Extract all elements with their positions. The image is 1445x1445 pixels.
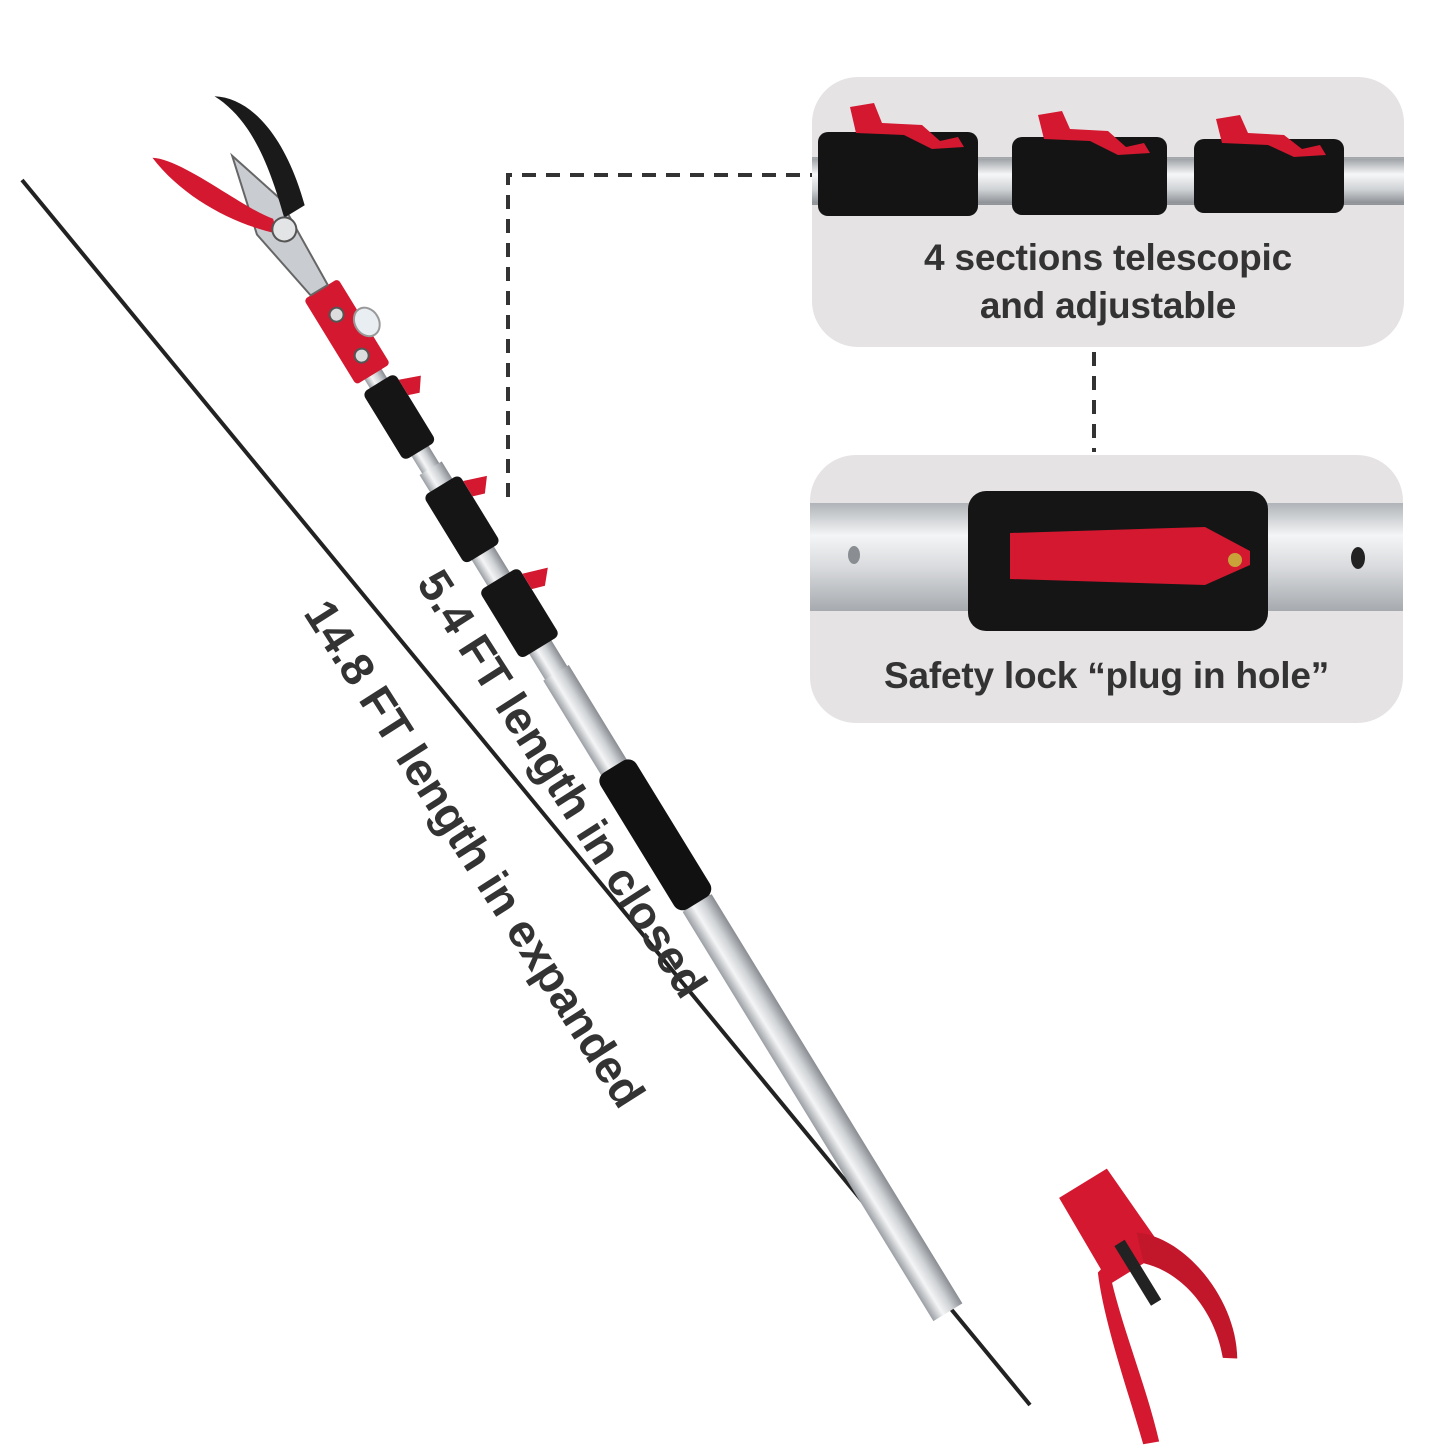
lock-clamp-3 bbox=[481, 567, 558, 657]
clamp-b bbox=[1012, 111, 1167, 215]
lock-clamp-1 bbox=[364, 375, 435, 459]
callout-safety-lock: Safety lock “plug in hole” bbox=[810, 455, 1403, 723]
lock-button bbox=[1010, 527, 1250, 585]
cutting-head bbox=[152, 96, 330, 297]
telescopic-sections-image bbox=[812, 103, 1404, 216]
clamp-c bbox=[1194, 115, 1344, 213]
lock-clamp-2 bbox=[425, 475, 499, 563]
callout-connector-top bbox=[506, 173, 812, 497]
clamp-a bbox=[818, 103, 978, 216]
callout-safety-lock-text: Safety lock “plug in hole” bbox=[883, 655, 1330, 696]
trigger-handle bbox=[1059, 1168, 1238, 1445]
safety-lock-image bbox=[810, 491, 1403, 631]
callout-telescopic-line2: and adjustable bbox=[979, 285, 1237, 326]
pole-assembly bbox=[152, 96, 963, 1322]
callout-telescopic: 4 sections telescopic and adjustable bbox=[812, 77, 1404, 347]
callout-telescopic-line1: 4 sections telescopic bbox=[923, 237, 1293, 278]
